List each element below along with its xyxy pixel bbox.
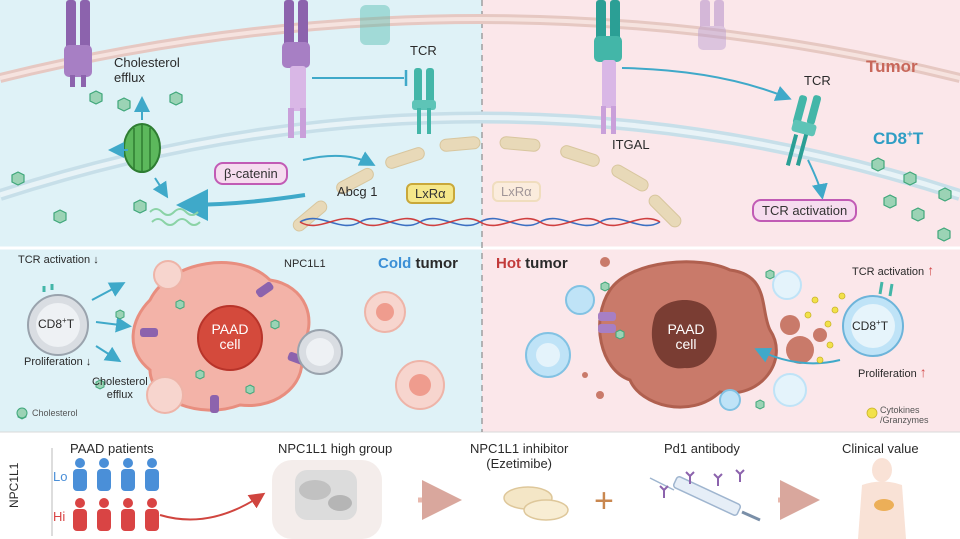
up-arrow-2: ↑ [919, 364, 927, 380]
cold-tumor-label: Cold tumor [378, 255, 458, 272]
npc1l1-high-group-label: NPC1L1 high group [278, 441, 393, 456]
npc1l1-axis-label: NPC1L1 [7, 462, 21, 508]
cd8-left-tail: T [66, 317, 75, 331]
efflux-transporter-1 [64, 0, 92, 87]
ezetimibe-pills [503, 486, 569, 521]
cd8t-sup: + [907, 129, 913, 141]
cold-word: Cold [378, 255, 412, 272]
cd8-right-tail: T [880, 319, 889, 333]
pd1-antibody-label: Pd1 antibody [664, 441, 740, 456]
hot-tumor-label: Hot tumor [496, 255, 568, 272]
lxra-box: LxRα [406, 183, 455, 204]
organ-illustration [272, 460, 382, 539]
tcr-activation-right-text: TCR activation [852, 266, 925, 278]
cytokines-legend-label: Cytokines /Granzymes [880, 405, 929, 426]
lxra-faded-box: LxRα [492, 181, 541, 202]
cholesterol-efflux-label: Cholesterol efflux [114, 55, 180, 85]
nucleus-envelope [292, 136, 682, 232]
cd8-right-main: CD8 [852, 319, 877, 333]
paad-cell-right-label: PAAD cell [667, 321, 705, 353]
receptor-faded-teal [360, 5, 390, 45]
paad-cell-left-label: PAAD cell [211, 321, 249, 353]
antibody-icons [659, 469, 745, 498]
tcr-activation-right-label: TCR activation ↑ [852, 262, 934, 279]
beta-catenin-box: β-catenin [214, 162, 288, 185]
itgal-label: ITGAL [612, 137, 650, 152]
tcr-right-receptor [785, 95, 822, 166]
cd8t-main: CD8 [873, 129, 908, 148]
neighbor-cells-left [146, 260, 445, 414]
tcr-left-receptor [412, 68, 436, 134]
cytokines-particles [804, 292, 878, 419]
cd8t-label: CD8+T [873, 129, 923, 149]
cd8-t-cell-left [27, 294, 89, 356]
lo-label: Lo [53, 469, 68, 484]
cd8t-tail: T [912, 129, 924, 148]
down-arrow-2: ↓ [85, 356, 92, 368]
inhibitor-label: NPC1L1 inhibitor (Ezetimibe) [470, 441, 569, 471]
tcr-activation-left-text: TCR activation [18, 254, 91, 266]
cholesterol-molecules-top [11, 90, 952, 242]
hi-label: Hi [53, 509, 66, 524]
dna-helix [299, 217, 661, 227]
cytotoxic-debris [582, 257, 827, 399]
tcr-right-label: TCR [804, 73, 831, 88]
up-arrow-1: ↑ [927, 262, 935, 278]
cd8-left-sup: + [62, 316, 67, 325]
cholesterol-legend-icon [16, 407, 28, 419]
cd8-right-label: CD8+T [852, 318, 888, 334]
hot-word: Hot [496, 255, 521, 272]
itgal-receptor [594, 0, 622, 134]
cold-tumor-word: tumor [415, 255, 459, 272]
patients-hi [73, 498, 159, 531]
paad-cell-left [131, 261, 311, 412]
tumor-label: Tumor [866, 57, 918, 76]
cd8-left-label: CD8+T [38, 316, 74, 332]
cd8-t-cell-small-left [297, 329, 343, 375]
patients-lo [73, 458, 159, 491]
body-silhouette [858, 458, 906, 539]
proliferation-right-label: Proliferation ↑ [858, 364, 927, 381]
paad-cell-right [598, 260, 778, 409]
npc1l1-label: NPC1L1 [284, 258, 326, 270]
tcr-activation-left-label: TCR activation ↓ [18, 254, 99, 267]
cholesterol-legend-label: Cholesterol [32, 408, 78, 418]
paad-patients-label: PAAD patients [70, 441, 154, 456]
proliferation-right-text: Proliferation [858, 368, 917, 380]
cd8-right-sup: + [876, 318, 881, 327]
efflux-channel [123, 123, 161, 173]
immune-cells-right [525, 270, 807, 411]
down-arrow-1: ↓ [93, 254, 99, 266]
syringe-icon [649, 476, 761, 522]
clinical-value-label: Clinical value [842, 441, 919, 456]
cd8-left-main: CD8 [38, 317, 63, 331]
receptor-purple-center [282, 0, 310, 138]
abcg1-label: Abcg 1 [337, 184, 378, 199]
npc1l1-receptor-right [598, 312, 616, 333]
proliferation-left-label: Proliferation ↓ [24, 356, 91, 369]
hot-tumor-word: tumor [525, 255, 568, 272]
receptor-faded-purple [698, 0, 726, 50]
cd8-t-cell-right [842, 295, 904, 357]
tcr-activation-box: TCR activation [752, 199, 858, 222]
proliferation-left-text: Proliferation [24, 356, 83, 368]
cholesterol-efflux-mid-label: Cholesterol efflux [92, 376, 148, 401]
tcr-left-label: TCR [410, 43, 437, 58]
plus-sign: + [594, 482, 614, 520]
